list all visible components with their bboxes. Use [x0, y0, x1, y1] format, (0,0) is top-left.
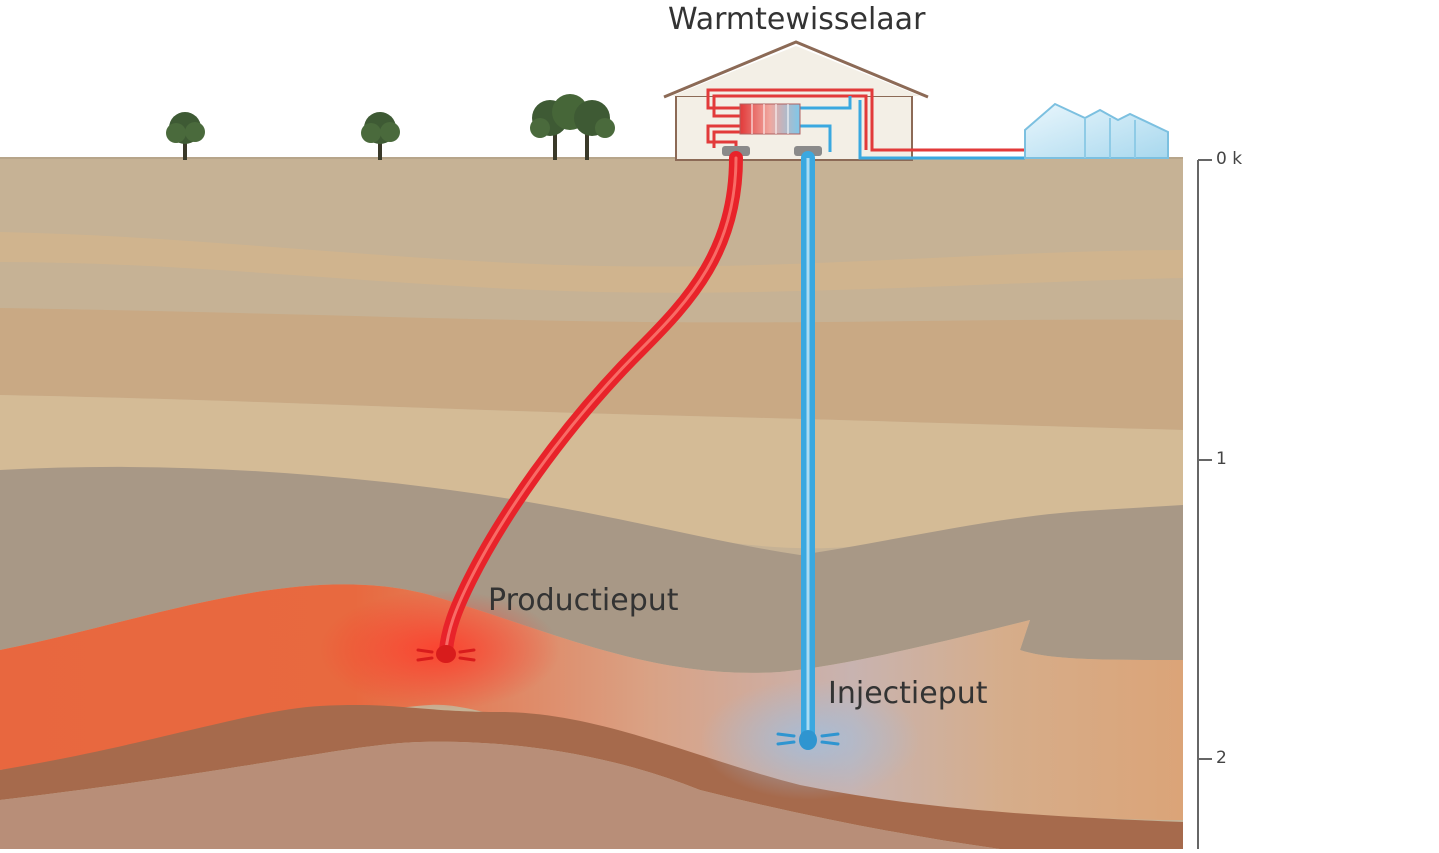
production-well-label: Productieput — [488, 583, 679, 618]
production-flow-icon — [416, 648, 476, 662]
injection-well-bottom — [799, 730, 817, 750]
dark-band — [0, 705, 1183, 849]
layer-band-2 — [0, 308, 1183, 430]
heat-exchanger-unit — [739, 103, 801, 135]
greenhouse-icon — [1024, 102, 1169, 159]
deep-layer — [0, 741, 1000, 849]
heat-exchanger-building — [663, 40, 1025, 161]
tree-icon — [361, 112, 400, 160]
heat-exchanger-label: Warmtewisselaar — [668, 2, 926, 37]
tree-icon — [166, 112, 205, 160]
depth-tick-label: 0 k — [1216, 149, 1243, 169]
injection-well-label: Injectieput — [828, 676, 988, 711]
layer-band-3 — [0, 395, 1183, 549]
layer-band-grey — [0, 466, 1183, 673]
layer-band-1 — [0, 232, 1183, 293]
depth-axis — [1197, 159, 1212, 849]
depth-tick-label: 1 — [1216, 449, 1227, 469]
depth-tick-label: 2 — [1216, 748, 1227, 768]
production-well-bottom — [436, 645, 456, 663]
injection-flow-icon — [776, 732, 840, 746]
tree-group-icon — [530, 94, 615, 160]
soil-layers — [0, 158, 1183, 853]
